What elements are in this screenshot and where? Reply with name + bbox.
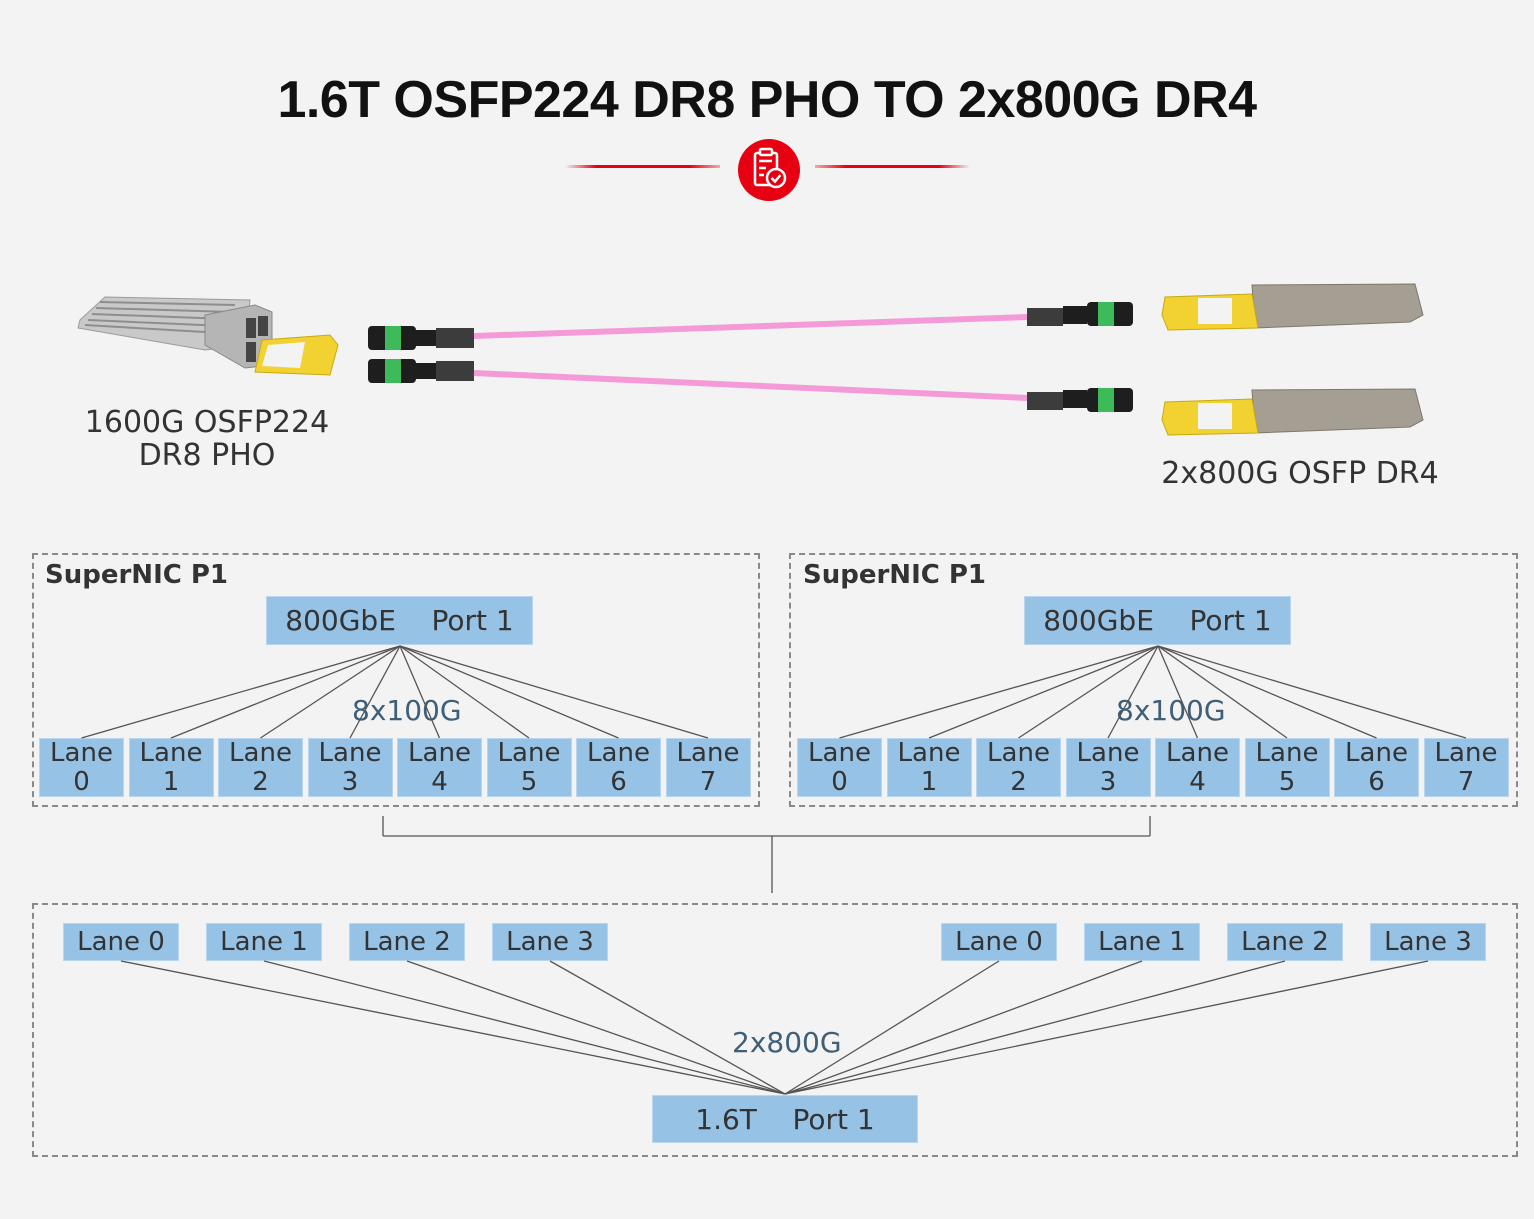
lane-word: Lane [318,737,382,768]
lane-number: 6 [610,766,627,797]
lane-number: 1 [162,766,180,797]
transceiver-lane-box: Lane 2 [1227,923,1343,961]
lane-word: Lane [497,737,561,768]
transceiver-port: 1.6T Port 1 [652,1095,918,1143]
lane-word: Lane [1434,737,1498,768]
lane-word: Lane [897,737,961,768]
mpo-connector-right-bottom [1027,388,1133,412]
lane-word: Lane [229,737,292,768]
fiber-cable-bottom [473,370,1029,401]
mpo-connector-left-bottom [368,359,474,383]
lane-word: Lane [676,737,740,768]
transceiver-lane-box: Lane 0 [941,923,1057,961]
title-divider-right [815,165,970,168]
left-module-label-line2: DR8 PHO [138,438,276,473]
lane-word: Lane [1166,737,1229,768]
osfp224-module-image [77,296,339,376]
lane-number: 4 [431,766,448,797]
supernic-title-left: SuperNIC P1 [45,560,229,590]
transceiver-lane-box: Lane 2 [349,923,465,961]
nic-speed-label-right: 8x100G [1116,694,1226,727]
lane-number: 4 [1189,766,1206,797]
lane-word: Lane [987,737,1050,768]
transceiver-lane-box: Lane 0 [63,923,179,961]
title-divider-left [565,165,720,168]
lane-number: 2 [1010,766,1027,797]
lane-number: 7 [699,766,717,797]
lane-number: 3 [341,766,359,797]
lane-number: 0 [73,766,90,797]
lane-word: Lane [139,737,203,768]
lane-word: Lane [1076,737,1140,768]
transceiver-lane-box: Lane 1 [206,923,322,961]
lane-word: Lane [1255,737,1319,768]
hardware-illustration [77,283,1424,436]
lane-word: Lane [587,737,650,768]
mpo-connector-left-top [368,326,474,350]
transceiver-lane-box: Lane 3 [1370,923,1486,961]
transceiver-box [32,903,1518,1157]
fiber-cable-top [473,314,1029,339]
supernic-box-left [32,553,760,807]
lane-number: 5 [520,766,538,797]
lane-number: 5 [1278,766,1296,797]
lane-number: 1 [920,766,938,797]
bottom-speed-label: 2x800G [732,1026,842,1059]
lane-number: 6 [1368,766,1385,797]
page-title: 1.6T OSFP224 DR8 PHO TO 2x800G DR4 [277,71,1257,129]
mpo-connector-right-top [1027,302,1133,326]
lane-word: Lane [1345,737,1408,768]
supernic-title-right: SuperNIC P1 [803,560,987,590]
transceiver-lane-box: Lane 3 [492,923,608,961]
lane-number: 2 [252,766,269,797]
lane-number: 3 [1099,766,1117,797]
nic-speed-label-left: 8x100G [352,694,462,727]
nic-port-left: 800GbE Port 1 [266,596,533,645]
transceiver-lane-box: Lane 1 [1084,923,1200,961]
osfp-module-top-image [1161,283,1424,331]
lane-word: Lane [50,737,113,768]
supernic-box-right [789,553,1518,807]
lane-word: Lane [408,737,471,768]
nic-port-right: 800GbE Port 1 [1024,596,1291,645]
lane-number: 0 [831,766,848,797]
osfp-module-bottom-image [1161,388,1424,436]
lane-word: Lane [808,737,871,768]
clipboard-check-icon [738,139,800,201]
left-module-label: 1600G OSFP224 DR8 PHO [57,406,357,472]
right-module-label: 2x800G OSFP DR4 [1161,456,1439,491]
lane-number: 7 [1457,766,1475,797]
left-module-label-line1: 1600G OSFP224 [84,405,330,440]
